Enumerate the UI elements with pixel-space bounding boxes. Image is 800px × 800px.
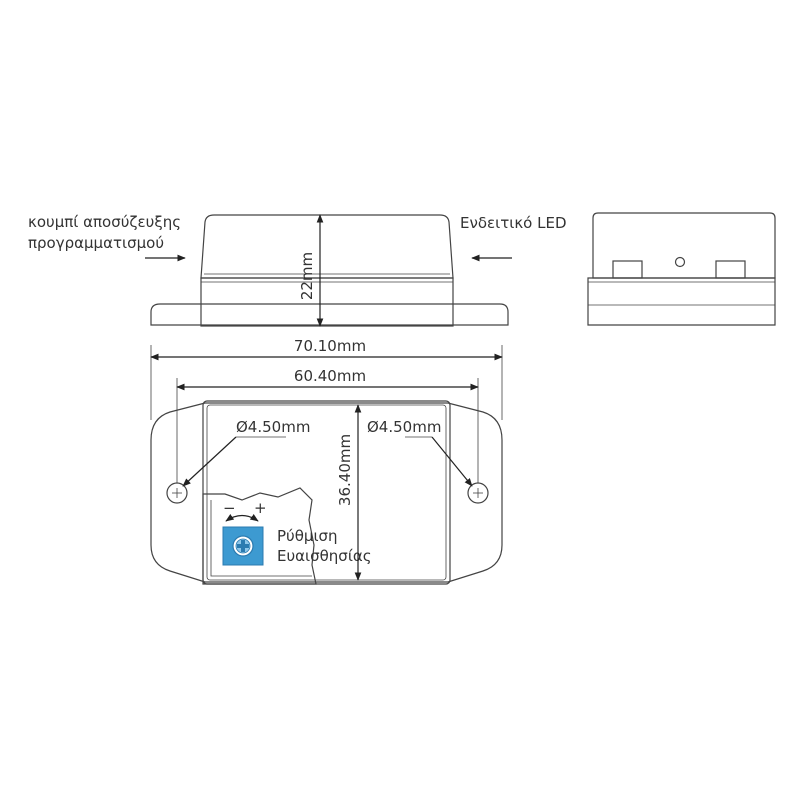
end-view-base bbox=[587, 277, 776, 326]
sensitivity-label-line2: Ευαισθησίας bbox=[277, 547, 372, 565]
body-width-dimension: 36.40mm bbox=[336, 404, 362, 581]
hole-spacing-dimension: 60.40mm bbox=[176, 367, 479, 483]
front-lower-body bbox=[200, 277, 454, 327]
unlock-button-label-line2: προγραμματισμού bbox=[28, 234, 164, 252]
mounting-hole-left bbox=[166, 482, 188, 504]
height-dimension: 22mm bbox=[298, 214, 324, 327]
top-view: − + Ρύθμιση Ευαισθησίας bbox=[150, 400, 503, 585]
hole-diameter-left-label: Ø4.50mm bbox=[236, 418, 310, 436]
hole-diameter-right-label: Ø4.50mm bbox=[367, 418, 441, 436]
front-view bbox=[150, 214, 509, 327]
sensitivity-potentiometer bbox=[222, 526, 264, 566]
body-width-label: 36.40mm bbox=[336, 434, 354, 506]
front-cover bbox=[200, 214, 454, 279]
end-view-slot-right bbox=[715, 260, 746, 279]
top-body-outline bbox=[202, 400, 451, 585]
minus-label: − bbox=[223, 499, 236, 517]
hole-diameter-left-callout: Ø4.50mm bbox=[182, 418, 310, 487]
hole-spacing-label: 60.40mm bbox=[294, 367, 366, 385]
hole-diameter-right-callout: Ø4.50mm bbox=[367, 418, 473, 487]
unlock-button-label-line1: κουμπί αποσύζευξης bbox=[28, 213, 181, 231]
overall-length-label: 70.10mm bbox=[294, 337, 366, 355]
end-view-outline bbox=[592, 212, 776, 279]
end-view bbox=[587, 212, 776, 326]
end-view-slot-left bbox=[612, 260, 643, 279]
top-flange-outline bbox=[150, 402, 503, 583]
led-indicator-hole bbox=[674, 256, 686, 268]
cutaway-edge bbox=[202, 487, 317, 585]
mounting-hole-right bbox=[467, 482, 489, 504]
indicator-led-callout: Ενδειτικό LED bbox=[460, 214, 567, 262]
height-label: 22mm bbox=[298, 252, 316, 300]
plus-label: + bbox=[254, 499, 267, 517]
overall-length-dimension: 70.10mm bbox=[150, 337, 503, 420]
unlock-button-callout: κουμπί αποσύζευξης προγραμματισμού bbox=[28, 213, 186, 262]
adjust-direction-arrow bbox=[225, 513, 259, 522]
sensitivity-label-line1: Ρύθμιση bbox=[277, 527, 338, 545]
indicator-led-label: Ενδειτικό LED bbox=[460, 214, 567, 232]
front-flange bbox=[150, 303, 509, 326]
